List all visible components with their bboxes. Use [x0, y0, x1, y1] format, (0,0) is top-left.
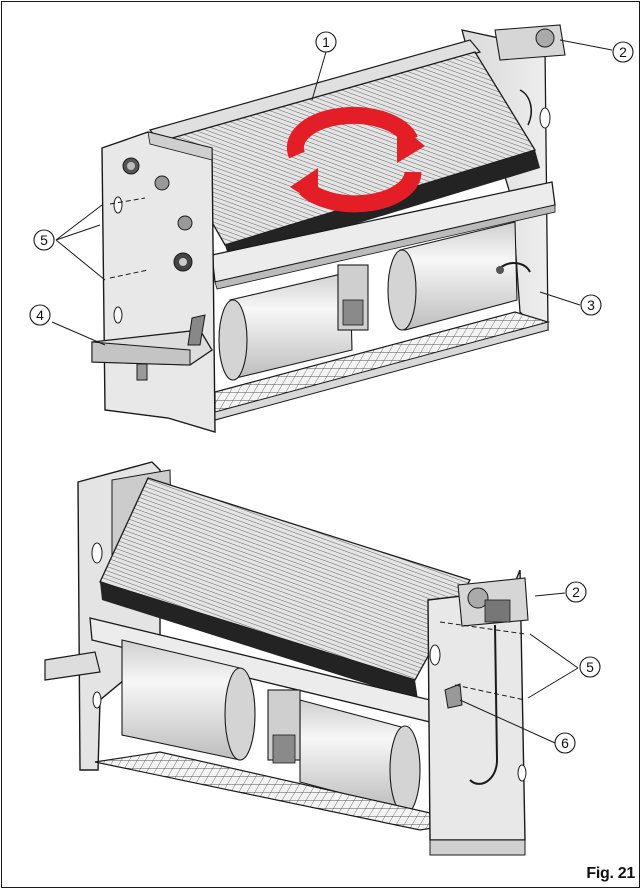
svg-text:2: 2	[572, 584, 580, 600]
callout-1: 1	[315, 31, 337, 53]
top-unit	[91, 24, 566, 433]
callouts: 1 2 3 4 5 2 5 6	[29, 31, 634, 754]
svg-text:4: 4	[36, 307, 44, 323]
svg-text:5: 5	[586, 659, 594, 675]
figure-label: Fig. 21	[586, 865, 635, 882]
bottom-unit	[44, 461, 529, 856]
callout-5-bottom: 5	[579, 656, 601, 678]
bottom-drain-tray	[44, 651, 101, 681]
callout-6: 6	[554, 732, 576, 754]
svg-text:1: 1	[322, 34, 330, 50]
callout-leaders	[51, 39, 613, 744]
svg-text:5: 5	[40, 232, 48, 248]
rotation-arrows-icon	[286, 106, 425, 213]
callout-5-top: 5	[33, 229, 55, 251]
callout-2-bottom: 2	[565, 581, 587, 603]
callout-3: 3	[580, 294, 602, 316]
top-valve-actuator	[494, 24, 566, 61]
callout-4: 4	[29, 304, 51, 326]
svg-text:6: 6	[561, 735, 569, 751]
callout-2-top: 2	[612, 41, 634, 63]
svg-text:2: 2	[619, 44, 627, 60]
svg-text:3: 3	[587, 297, 595, 313]
